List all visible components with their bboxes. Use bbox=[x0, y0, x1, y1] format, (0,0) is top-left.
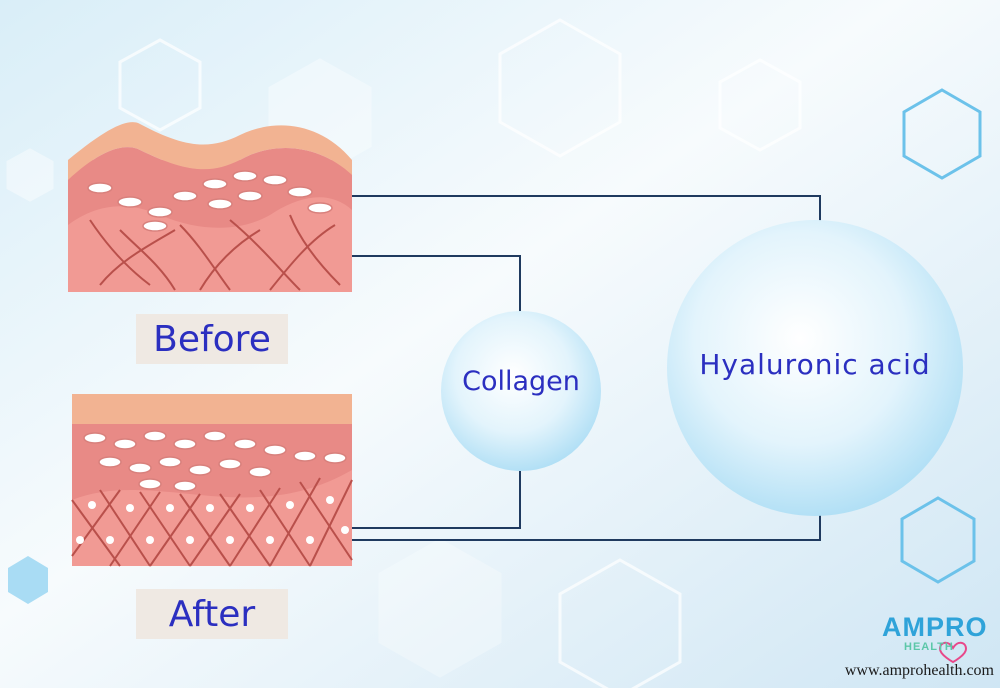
after-skin-surface bbox=[72, 394, 352, 424]
connector-collagen-after bbox=[352, 470, 521, 529]
after-label: After bbox=[136, 589, 288, 639]
brand-logo: AMPRO HEALTH bbox=[882, 612, 988, 658]
heart-icon bbox=[938, 641, 968, 664]
before-fibers bbox=[89, 214, 341, 291]
hyaluronic-label: Hyaluronic acid bbox=[699, 348, 931, 381]
after-hyaluronic-dots bbox=[76, 496, 349, 544]
brand-name: AMPRO bbox=[882, 612, 988, 642]
website-url: www.amprohealth.com bbox=[844, 662, 994, 679]
collagen-label: Collagen bbox=[462, 366, 580, 397]
connector-hyaluronic-after bbox=[352, 512, 821, 541]
before-label: Before bbox=[136, 314, 288, 364]
after-skin-illustration bbox=[71, 394, 353, 567]
collagen-sphere bbox=[441, 311, 601, 471]
connector-lines bbox=[352, 195, 821, 541]
before-cells bbox=[87, 170, 333, 232]
after-fibers bbox=[71, 477, 353, 567]
hexagon-solid bbox=[8, 556, 48, 604]
hexagon-accent bbox=[900, 88, 982, 584]
before-skin-surface bbox=[68, 122, 352, 180]
after-cells bbox=[83, 430, 347, 492]
connector-before-collagen bbox=[352, 255, 521, 312]
brand-tag: HEALTH bbox=[904, 641, 954, 653]
connector-before-hyaluronic bbox=[352, 195, 821, 222]
before-skin-illustration bbox=[68, 122, 352, 292]
hyaluronic-sphere bbox=[667, 220, 963, 516]
